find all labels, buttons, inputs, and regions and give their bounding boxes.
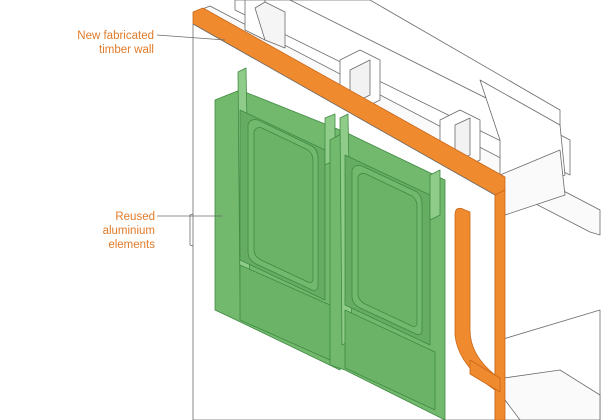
aluminium-panel-left bbox=[214, 67, 341, 371]
timber-wall-label: New fabricated timber wall bbox=[77, 29, 154, 57]
aluminium-elements-label: Reused aluminium elements bbox=[103, 210, 155, 252]
leader-lines bbox=[156, 34, 226, 217]
timber-wall-label-line-2: timber wall bbox=[99, 44, 154, 56]
aluminium-label-line-2: aluminium bbox=[102, 225, 155, 237]
timber-wall-label-line-1: New fabricated bbox=[77, 30, 154, 42]
aluminium-panel-right bbox=[329, 113, 446, 420]
aluminium-label-line-3: elements bbox=[108, 239, 155, 251]
timber-wall-leader bbox=[156, 34, 226, 41]
aluminium-label-line-1: Reused bbox=[115, 211, 155, 223]
